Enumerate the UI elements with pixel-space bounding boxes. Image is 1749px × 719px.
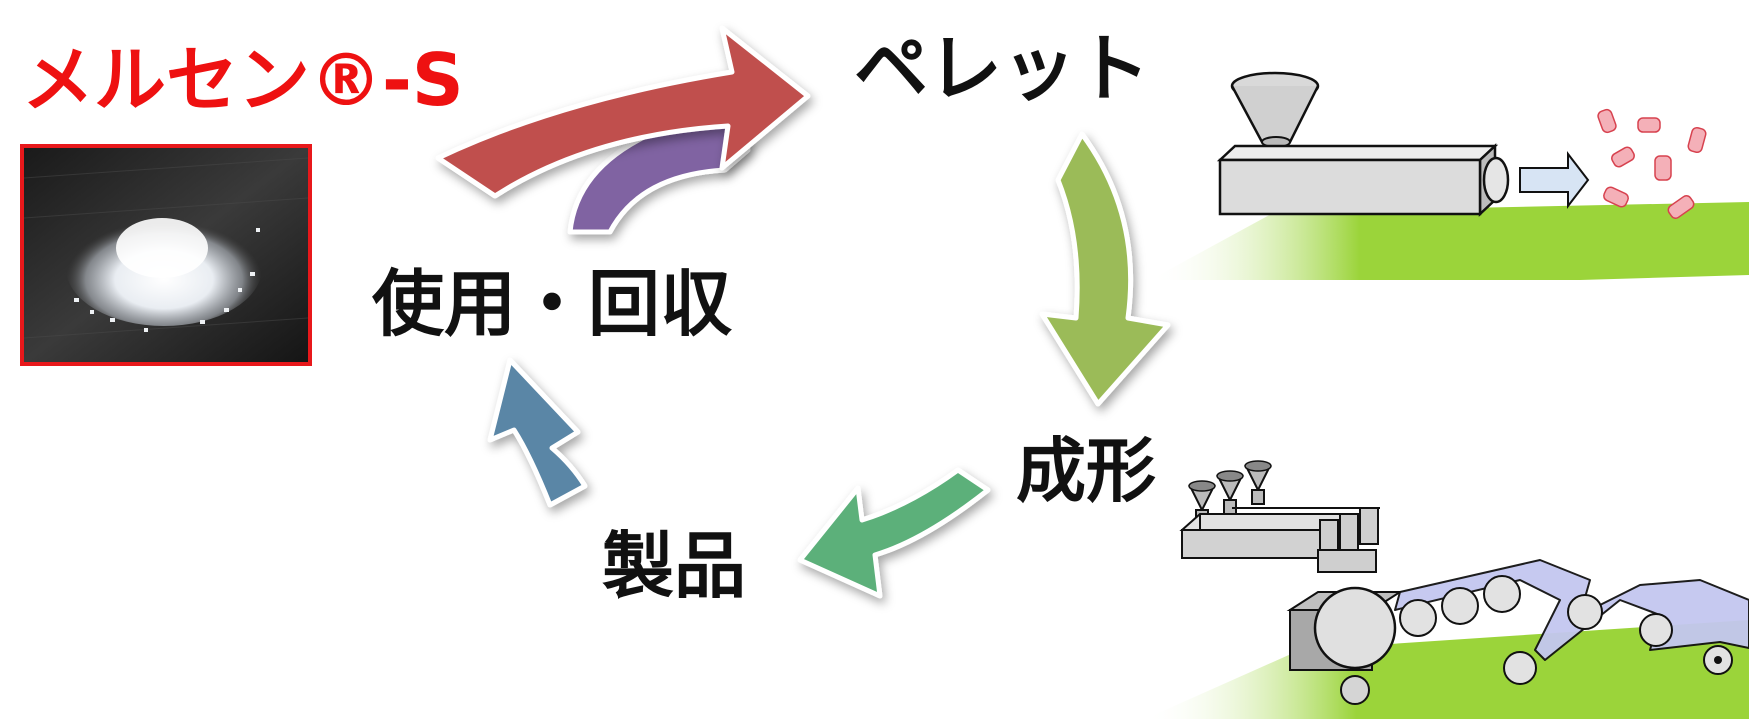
stage-molding-label: 成形 [1016, 430, 1156, 512]
arrow-to-pellet [435, 25, 811, 199]
pellet-pieces [1597, 108, 1707, 219]
arrow-to-use [487, 357, 588, 508]
stage-product-label: 製品 [602, 524, 747, 608]
pellet-photo [20, 144, 312, 366]
pellet-heap-photo [24, 148, 308, 362]
film-molding-line-icon [1145, 460, 1749, 719]
arrow-to-product [797, 467, 991, 599]
stage-use-recovery-label: 使用・回収 [372, 262, 733, 346]
extruder-machine-icon [1150, 71, 1749, 280]
arrow-to-molding [1039, 131, 1171, 407]
product-name: メルセン®-S [22, 38, 464, 122]
stage-pellet-label: ペレット [854, 26, 1150, 112]
